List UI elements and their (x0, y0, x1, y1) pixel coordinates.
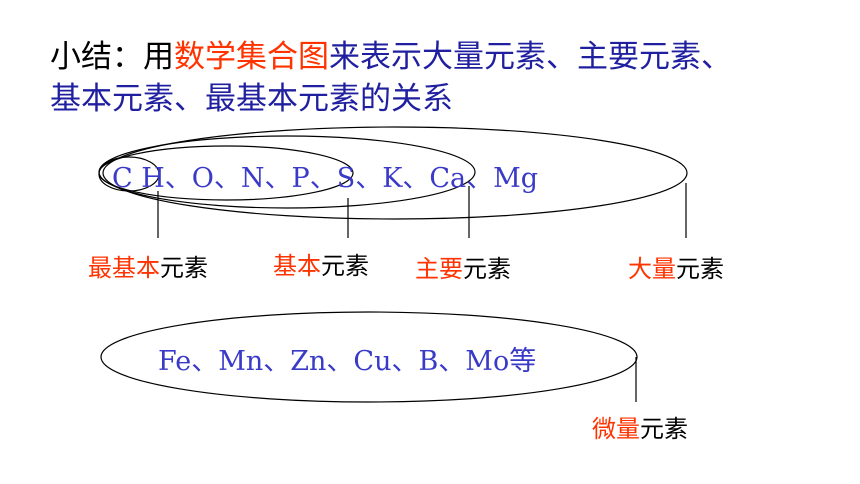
macro-elements-text: C H、O、N、P、S、K、Ca、Mg (112, 163, 539, 194)
trace-elements-text: Fe、Mn、Zn、Cu、B、Mo等 (158, 346, 537, 377)
slide-title: 小结：用数学集合图来表示大量元素、主要元素、 基本元素、最基本元素的关系 (50, 36, 840, 120)
label-trace: 微量元素 (592, 415, 688, 443)
label-main: 主要元素 (415, 255, 511, 283)
title-line2: 基本元素、最基本元素的关系 (50, 81, 453, 117)
ellipse-macro (102, 126, 688, 220)
title-prefix: 小结：用 (50, 39, 174, 75)
label-macro: 大量元素 (628, 255, 724, 283)
title-highlight: 数学集合图 (174, 39, 329, 75)
ellipse-main (98, 135, 476, 209)
ellipse-trace (100, 311, 638, 403)
label-basic: 基本元素 (273, 252, 369, 280)
title-rest: 来表示大量元素、主要元素、 (329, 39, 732, 75)
label-most-basic: 最基本元素 (88, 254, 208, 282)
